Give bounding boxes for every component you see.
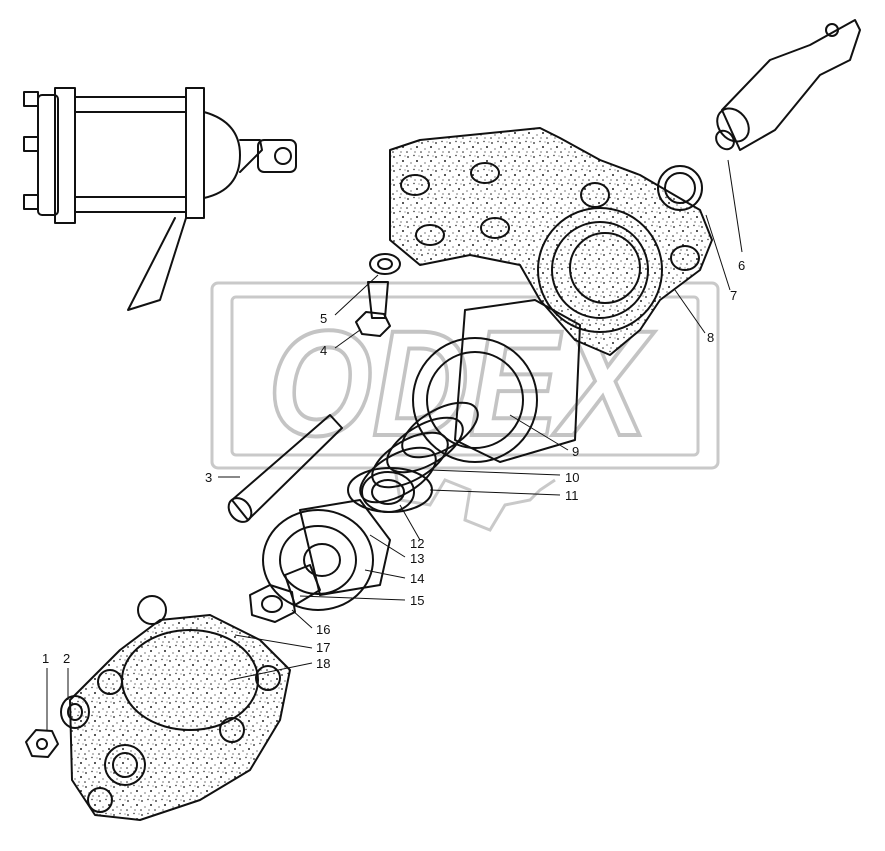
callout-5: 5 <box>320 311 327 326</box>
part-threaded-stud <box>227 414 343 523</box>
part-bearing <box>262 499 391 611</box>
callout-14: 14 <box>410 571 424 586</box>
part-end-cover <box>69 595 291 821</box>
callout-7: 7 <box>730 288 737 303</box>
part-nut-washer <box>25 695 90 758</box>
part-bolt-washer <box>355 253 401 337</box>
callout-8: 8 <box>707 330 714 345</box>
callout-9: 9 <box>572 444 579 459</box>
part-sleeve <box>412 299 581 463</box>
callout-16: 16 <box>316 622 330 637</box>
callout-11: 11 <box>565 488 579 503</box>
callout-13: 13 <box>410 551 424 566</box>
callout-4: 4 <box>320 343 327 358</box>
callout-6: 6 <box>738 258 745 273</box>
callout-17: 17 <box>316 640 330 655</box>
callout-2: 2 <box>63 651 70 666</box>
callout-18: 18 <box>316 656 330 671</box>
part-clevis-rod <box>715 19 861 151</box>
part-bracket-housing <box>389 127 713 356</box>
callout-3: 3 <box>205 470 212 485</box>
leader-lines <box>46 159 743 730</box>
inset-overview <box>23 87 297 311</box>
callout-labels: 1 2 3 4 5 6 7 8 9 10 11 12 13 14 15 16 1… <box>42 258 745 671</box>
callout-10: 10 <box>565 470 579 485</box>
part-ball-stud <box>249 564 321 623</box>
callout-12: 12 <box>410 536 424 551</box>
callout-1: 1 <box>42 651 49 666</box>
callout-15: 15 <box>410 593 424 608</box>
part-small-ring <box>361 471 415 513</box>
